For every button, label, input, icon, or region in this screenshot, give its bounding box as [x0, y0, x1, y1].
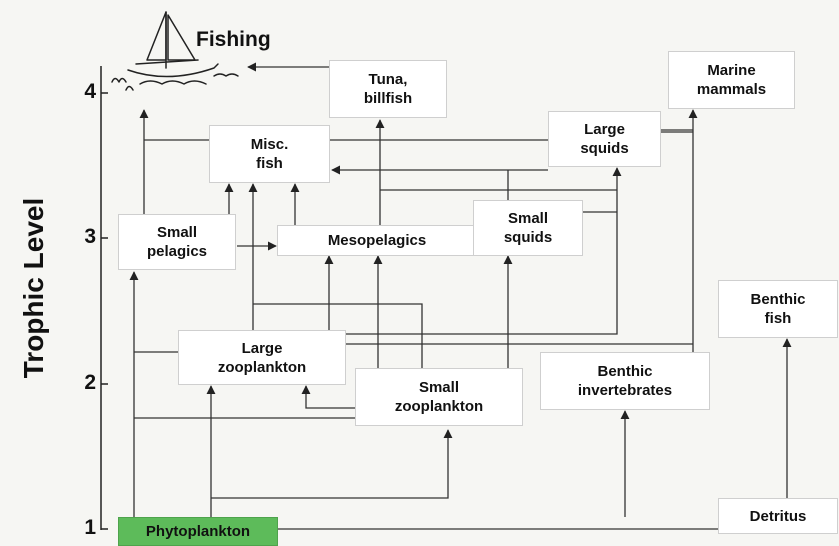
node-detritus: Detritus: [718, 498, 838, 534]
node-misc-fish: Misc. fish: [209, 125, 330, 183]
links: [129, 62, 792, 530]
fishing-label: Fishing: [196, 28, 271, 51]
node-large-squids: Large squids: [548, 111, 661, 167]
y-axis-label: Trophic Level: [18, 197, 49, 379]
node-small-pelagics: Small pelagics: [118, 214, 236, 270]
tick-label-4: 4: [84, 80, 96, 103]
node-small-squids: Small squids: [473, 200, 583, 256]
node-benthic-fish: Benthic fish: [718, 280, 838, 338]
node-tuna-billfish: Tuna, billfish: [329, 60, 447, 118]
node-phytoplankton: Phytoplankton: [118, 517, 278, 546]
node-large-zooplankton: Large zooplankton: [178, 330, 346, 385]
node-mesopelagics: Mesopelagics: [277, 225, 477, 256]
link-largezoo-smallzoo-top: [253, 303, 423, 368]
node-small-zooplankton: Small zooplankton: [355, 368, 523, 426]
tick-label-2: 2: [84, 371, 96, 394]
link-largezoo-largesquids: [346, 167, 622, 335]
link-phyto-smallzoo: [211, 429, 453, 499]
tick-label-3: 3: [84, 225, 96, 248]
tick-label-1: 1: [84, 516, 96, 539]
node-benthic-invertebrates: Benthic invertebrates: [540, 352, 710, 410]
boat-icon: [111, 11, 239, 91]
link-smallzoo-largezoo: [301, 385, 355, 409]
node-marine-mammals: Marine mammals: [668, 51, 795, 109]
